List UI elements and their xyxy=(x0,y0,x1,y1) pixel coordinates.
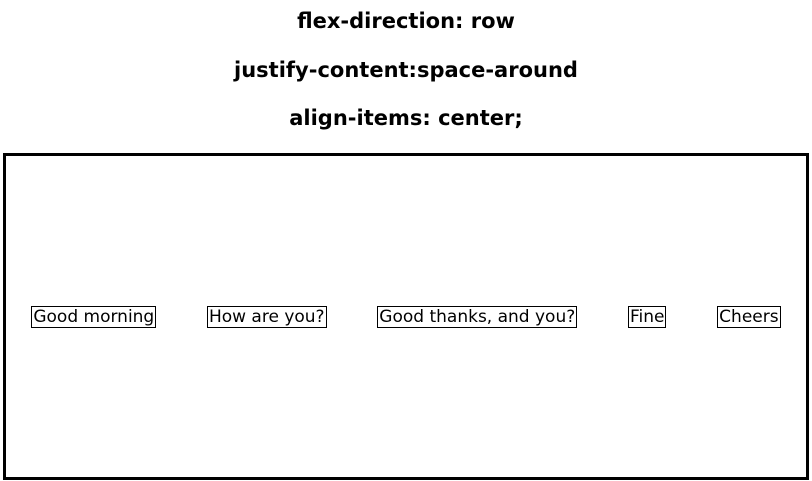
heading-justify-content: justify-content:space-around xyxy=(234,58,578,82)
flex-item-how-are-you: How are you? xyxy=(206,305,327,328)
flex-item-good-thanks: Good thanks, and you? xyxy=(377,305,578,328)
flex-item-fine: Fine xyxy=(627,305,667,328)
flex-item-cheers: Cheers xyxy=(717,305,781,328)
flex-container: Good morning How are you? Good thanks, a… xyxy=(3,153,809,480)
heading-flex-direction: flex-direction: row xyxy=(297,9,515,33)
heading-align-items: align-items: center; xyxy=(289,106,523,130)
flex-item-good-morning: Good morning xyxy=(31,305,157,328)
